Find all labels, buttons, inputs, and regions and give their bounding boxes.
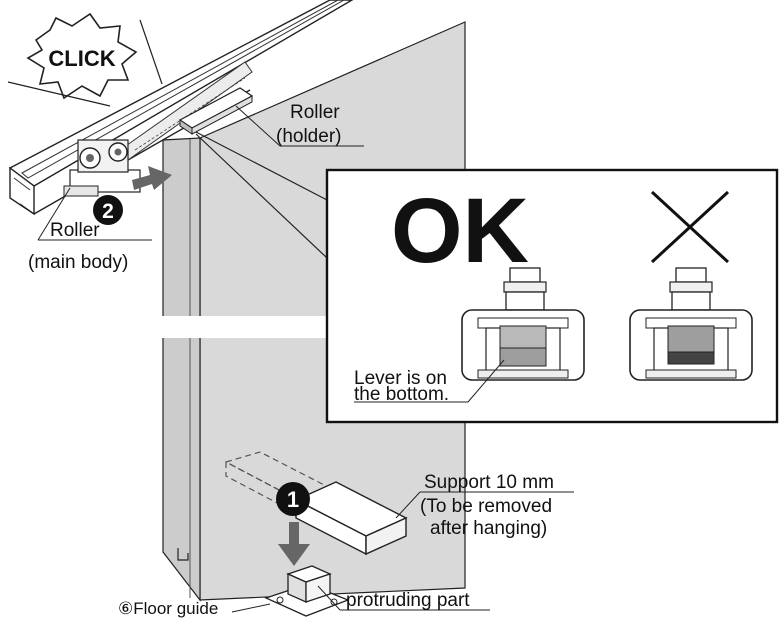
roller-holder-line2: (holder) bbox=[276, 126, 341, 147]
lever-callout: Lever is on the bottom. bbox=[354, 359, 505, 405]
step-2-number: 2 bbox=[102, 200, 114, 223]
roller-holder bbox=[178, 87, 254, 135]
click-label: CLICK bbox=[48, 46, 115, 71]
inset-box: OK × bbox=[325, 168, 779, 424]
roller-main-body bbox=[63, 139, 141, 197]
roller-holder-label: Roller (holder) bbox=[235, 102, 364, 147]
click-burst: CLICK bbox=[7, 12, 163, 107]
roller-main-line2: (main body) bbox=[28, 252, 128, 273]
roller-main-line1: Roller bbox=[50, 220, 100, 241]
floor-guide-label: ⑥Floor guide bbox=[118, 599, 271, 618]
roller-main-label: Roller (main body) bbox=[28, 187, 152, 273]
protruding-text: protruding part bbox=[346, 590, 470, 611]
step-2-arrow bbox=[132, 166, 172, 190]
ng-roller-figure bbox=[629, 267, 753, 381]
protruding-label: protruding part bbox=[317, 585, 490, 611]
callout-lines bbox=[195, 131, 328, 259]
support-line2: (To be removed bbox=[420, 496, 552, 517]
floor-guide bbox=[264, 565, 350, 617]
roller-holder-line1: Roller bbox=[290, 102, 340, 123]
step-1-number: 1 bbox=[287, 487, 299, 512]
step-1-marker: 1 bbox=[276, 482, 310, 516]
step-2-marker: 2 bbox=[93, 195, 123, 225]
support-line3: after hanging) bbox=[430, 518, 547, 539]
lever-line1: Lever is on bbox=[354, 368, 447, 389]
lever-line2: the bottom. bbox=[354, 384, 449, 405]
support-line1: Support 10 mm bbox=[424, 472, 554, 493]
support-label: Support 10 mm (To be removed after hangi… bbox=[395, 472, 574, 539]
step-1-arrow bbox=[278, 522, 310, 566]
ok-label: OK bbox=[391, 180, 529, 282]
ng-mark bbox=[650, 190, 730, 264]
floor-guide-text: ⑥Floor guide bbox=[118, 599, 218, 618]
ng-label: × bbox=[690, 238, 691, 241]
ok-roller-figure bbox=[461, 267, 585, 381]
